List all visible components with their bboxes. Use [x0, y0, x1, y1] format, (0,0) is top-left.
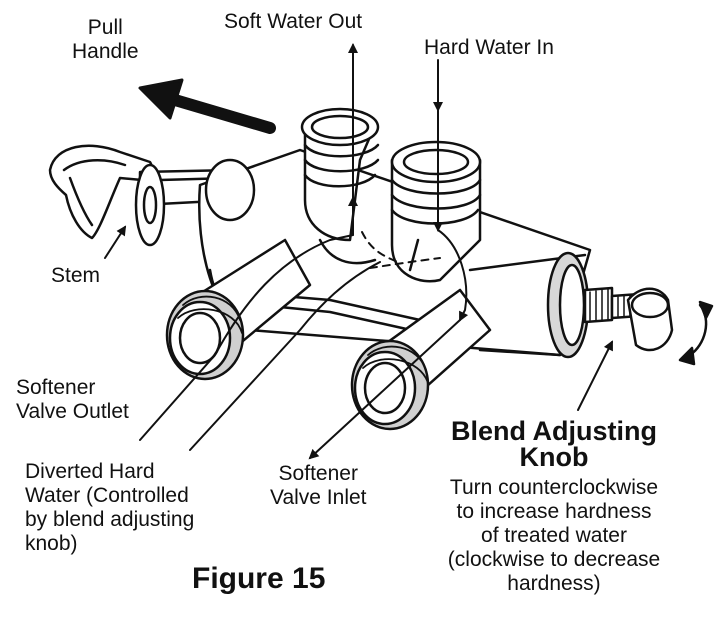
blend-knob-pointer: [577, 340, 613, 411]
pull-direction-arrow: [138, 78, 276, 134]
soft-water-out-port: [300, 107, 380, 265]
hard-water-in-port: [390, 140, 482, 283]
pull-handle-grip: [48, 144, 154, 240]
stem-pointer: [104, 225, 127, 259]
stem-label: Stem: [51, 264, 101, 287]
diverted-hard-water-line: [189, 231, 441, 451]
pull-handle-label: Pull Handle: [72, 16, 139, 63]
valve-end-cap: [546, 251, 590, 359]
blend-instructions: Turn counterclockwise to increase hardne…: [447, 476, 661, 595]
rotation-arrow: [678, 300, 714, 366]
figure-caption: Figure 15: [192, 562, 326, 595]
blend-adjusting-knob-part: [583, 286, 674, 352]
blend-adjusting-knob-label: Blend Adjusting Knob: [451, 416, 657, 472]
softener-valve-inlet-label: Softener Valve Inlet: [270, 462, 367, 509]
hard-water-flow-line: [308, 59, 469, 460]
diverted-hard-water-label: Diverted Hard Water (Controlled by blend…: [25, 460, 195, 555]
soft-water-flow-line: [139, 43, 358, 441]
softener-valve-outlet-label: Softener Valve Outlet: [16, 376, 129, 423]
hard-water-in-label: Hard Water In: [424, 36, 554, 59]
soft-water-out-label: Soft Water Out: [224, 10, 363, 33]
